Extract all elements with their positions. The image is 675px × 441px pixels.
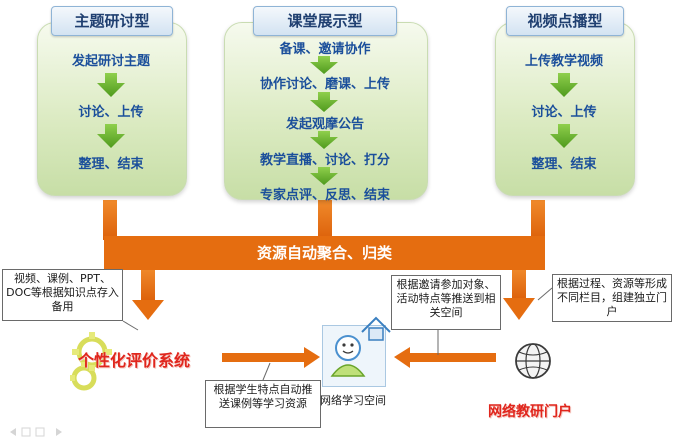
step-class-4: 教学直播、讨论、打分 xyxy=(259,153,390,168)
callout-push-to-space: 根据邀请参加对象、活动特点等推送到相关空间 xyxy=(391,275,501,330)
out-left-arrowhead xyxy=(132,300,164,320)
panel-title-video-on-demand: 视频点播型 xyxy=(506,6,624,36)
callout-bottom-pointer xyxy=(262,362,271,381)
callout-auto-push-resources: 根据学生特点自动推送课例等学习资源 xyxy=(205,380,321,428)
step-topic-2: 讨论、上传 xyxy=(78,105,144,120)
arrow-portal-to-space-shaft xyxy=(408,353,496,362)
next-icon xyxy=(56,428,62,436)
step-class-5: 专家点评、反思、结束 xyxy=(259,188,390,203)
notes-icon xyxy=(35,427,45,437)
prev-icon xyxy=(10,428,16,436)
arrow-eval-to-space-head xyxy=(304,347,320,368)
panel-topic-discussion xyxy=(37,22,187,196)
gear-icon xyxy=(70,332,112,391)
research-portal-label: 网络教研门户 xyxy=(488,404,572,420)
drop-left xyxy=(103,200,117,240)
drop-middle xyxy=(318,200,332,240)
callout-right-pointer xyxy=(537,287,553,301)
arrow-eval-to-space-shaft xyxy=(222,353,306,362)
step-video-1: 上传教学视频 xyxy=(524,54,603,69)
step-class-2: 协作讨论、磨课、上传 xyxy=(259,77,390,92)
step-topic-3: 整理、结束 xyxy=(78,157,144,172)
evaluation-system-label: 个性化评价系统 xyxy=(78,351,191,370)
slide-icon xyxy=(21,427,31,437)
slide-toolbar[interactable] xyxy=(8,422,72,437)
out-right-shaft xyxy=(512,268,526,300)
out-left-shaft xyxy=(141,268,155,302)
step-class-1: 备课、邀请协作 xyxy=(279,42,371,57)
step-video-2: 讨论、上传 xyxy=(531,105,597,120)
arrow-portal-to-space-head xyxy=(394,347,410,368)
panel-title-classroom-show: 课堂展示型 xyxy=(253,6,397,36)
panel-title-topic-discussion: 主题研讨型 xyxy=(51,6,173,36)
out-right-arrowhead xyxy=(503,298,535,320)
step-topic-1: 发起研讨主题 xyxy=(71,54,150,69)
aggregation-band xyxy=(104,236,545,270)
drop-right xyxy=(531,200,545,240)
globe-icon xyxy=(515,343,551,379)
user-home-icon xyxy=(330,316,391,377)
callout-resource-storage: 视频、课例、PPT、DOC等根据知识点存入备用 xyxy=(2,269,123,321)
step-class-3: 发起观摩公告 xyxy=(285,117,364,132)
learning-space-label: 网络学习空间 xyxy=(320,394,386,407)
callout-left-pointer xyxy=(122,320,139,331)
callout-build-portal: 根据过程、资源等形成不同栏目，组建独立门户 xyxy=(552,274,672,322)
step-video-3: 整理、结束 xyxy=(531,157,597,172)
aggregation-band-label: 资源自动聚合、归类 xyxy=(256,244,392,262)
